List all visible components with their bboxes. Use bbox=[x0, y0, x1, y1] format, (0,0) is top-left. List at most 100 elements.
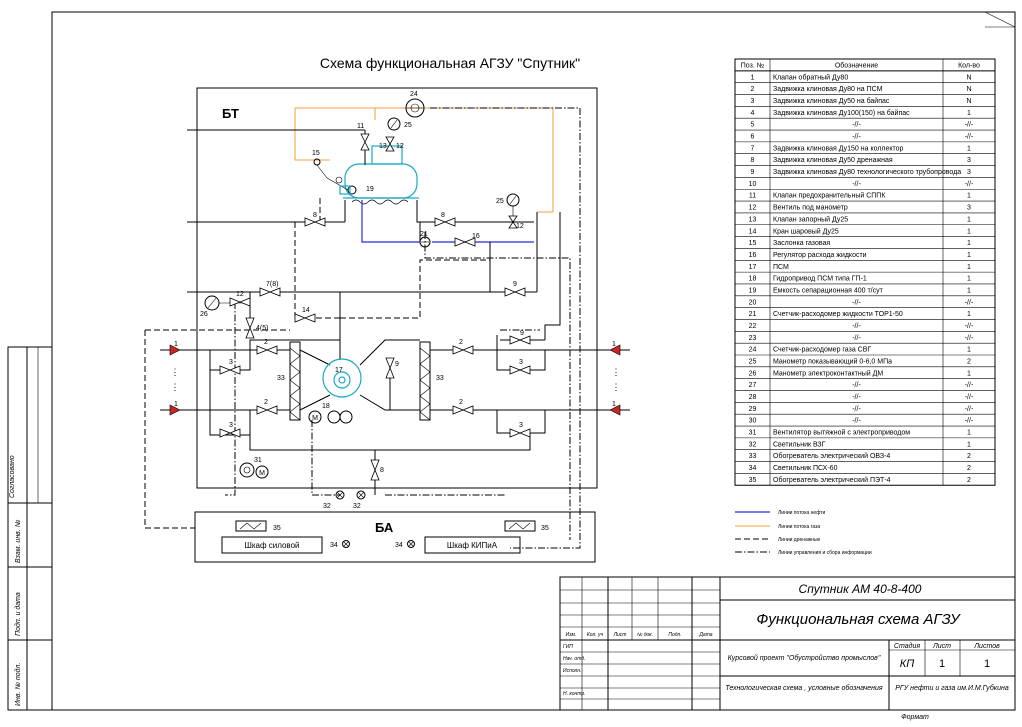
spec-row-pos: 25 bbox=[749, 359, 757, 366]
spec-row-pos: 34 bbox=[749, 465, 757, 472]
spec-row-qty: 1 bbox=[967, 347, 971, 354]
spec-row-pos: 35 bbox=[749, 477, 757, 484]
spec-row-qty: 1 bbox=[967, 264, 971, 271]
spec-row-qty: -//- bbox=[965, 394, 974, 401]
spec-row-qty: 1 bbox=[967, 430, 971, 437]
tb-designation: Спутник АМ 40-8-400 bbox=[799, 582, 922, 596]
tb-col-podp: Подп. bbox=[668, 632, 681, 638]
spec-row-qty: 1 bbox=[967, 252, 971, 259]
spec-row-pos: 17 bbox=[749, 264, 757, 271]
spec-row-qty: 2 bbox=[967, 359, 971, 366]
spec-row-desc: -//- bbox=[852, 181, 861, 188]
spec-row-desc: Манометр электроконтактный ДМ bbox=[773, 369, 883, 377]
spec-row-qty: 1 bbox=[967, 276, 971, 283]
spec-row-pos: 22 bbox=[749, 323, 757, 330]
spec-row-qty: 2 bbox=[967, 465, 971, 472]
spec-row-desc: Вентиль под манометр bbox=[773, 205, 848, 212]
spec-row-desc: -//- bbox=[852, 418, 861, 425]
diagram-title: Схема функциональная АГЗУ "Спутник" bbox=[320, 55, 580, 71]
cabinet-power-label: Шкаф силовой bbox=[244, 541, 299, 550]
spec-row-pos: 18 bbox=[749, 276, 757, 283]
spec-row-qty: -//- bbox=[965, 335, 974, 342]
tb-organization: РГУ нефти и газа им.И.М.Губкина bbox=[895, 684, 1009, 692]
spec-row-pos: 28 bbox=[749, 394, 757, 401]
spec-row-pos: 26 bbox=[749, 370, 757, 377]
spec-row-pos: 16 bbox=[749, 252, 757, 259]
spec-row-qty: -//- bbox=[965, 323, 974, 330]
spec-row-pos: 8 bbox=[751, 157, 755, 164]
tb-col-data: Дата bbox=[698, 632, 712, 638]
spec-row-desc: -//- bbox=[852, 122, 861, 129]
tb-role-ispoln: Исполн. bbox=[563, 668, 581, 674]
spec-row-pos: 6 bbox=[751, 134, 755, 141]
svg-text:11: 11 bbox=[357, 123, 364, 130]
valves bbox=[219, 133, 531, 481]
check-valves: ⋮ ⋮ ⋮ ⋮ bbox=[160, 344, 630, 416]
title-block: Спутник АМ 40-8-400 Функциональная схема… bbox=[559, 576, 1016, 721]
liquid-meter-21 bbox=[419, 236, 431, 248]
spec-row-pos: 32 bbox=[749, 441, 757, 448]
svg-text:18: 18 bbox=[322, 403, 330, 410]
heater-33-right bbox=[419, 341, 431, 421]
svg-text:32: 32 bbox=[323, 503, 331, 510]
svg-text:1: 1 bbox=[174, 341, 178, 348]
svg-text:4(5): 4(5) bbox=[256, 325, 268, 332]
gas-flap-15 bbox=[313, 158, 328, 179]
svg-text:8: 8 bbox=[380, 467, 384, 474]
spec-row-qty: 1 bbox=[967, 145, 971, 152]
spec-row-desc: Клапан обратный Ду80 bbox=[773, 73, 848, 81]
tb-role-nkontr: Н. контр. bbox=[563, 691, 586, 697]
heater-35-right bbox=[504, 520, 536, 532]
svg-text:21: 21 bbox=[420, 231, 428, 238]
svg-text:9: 9 bbox=[520, 330, 524, 337]
svg-text:8: 8 bbox=[313, 212, 317, 219]
tb-sheet-name: Технологическая схема , условные обознач… bbox=[725, 684, 883, 692]
spec-row-pos: 20 bbox=[749, 299, 757, 306]
spec-row-qty: 1 bbox=[967, 240, 971, 247]
cabinet-kip bbox=[424, 536, 521, 554]
spec-row-pos: 27 bbox=[749, 382, 757, 389]
spec-row-pos: 29 bbox=[749, 406, 757, 413]
spec-row-qty: 3 bbox=[967, 205, 971, 212]
spec-row-desc: Емкость сепарационная 400 т/сут bbox=[773, 287, 884, 294]
drain-lines bbox=[144, 198, 490, 529]
spec-row-qty: 1 bbox=[967, 193, 971, 200]
spec-row-qty: -//- bbox=[965, 382, 974, 389]
svg-text:25: 25 bbox=[496, 198, 504, 205]
tb-drawing-title: Функциональная схема АГЗУ bbox=[756, 611, 961, 628]
tb-format: Формат bbox=[901, 714, 929, 721]
tb-sheet: 1 bbox=[939, 658, 945, 670]
control-lines bbox=[225, 107, 581, 549]
svg-text:8: 8 bbox=[441, 212, 445, 219]
tb-role-nach: Нач. отд. bbox=[563, 656, 585, 662]
spec-row-pos: 10 bbox=[749, 181, 757, 188]
spec-row-pos: 3 bbox=[751, 98, 755, 105]
svg-text:33: 33 bbox=[277, 375, 285, 382]
svg-text:Линии потока нефти: Линии потока нефти bbox=[778, 510, 826, 516]
svg-text:1: 1 bbox=[612, 401, 616, 408]
svg-text:⋮: ⋮ bbox=[612, 367, 621, 377]
spec-row-qty: -//- bbox=[965, 122, 974, 129]
svg-text:12: 12 bbox=[236, 291, 244, 298]
svg-text:3: 3 bbox=[229, 359, 233, 366]
svg-text:32: 32 bbox=[353, 503, 361, 510]
tb-stage: КП bbox=[900, 658, 914, 670]
spec-row-pos: 31 bbox=[749, 430, 757, 437]
svg-text:1: 1 bbox=[174, 401, 178, 408]
spec-row-pos: 11 bbox=[749, 193, 756, 200]
spec-row-desc: Вентилятор вытяжной с электроприводом bbox=[773, 429, 910, 437]
spec-row-qty: 1 bbox=[967, 216, 971, 223]
spec-row-desc: Задвижка клиновая Ду150 на коллектор bbox=[773, 145, 904, 152]
line-legend: Линии потока нефти Линии потока газа Лин… bbox=[735, 510, 872, 556]
spec-row-desc: Гидропривод ПСМ типа ГП-1 bbox=[773, 276, 867, 283]
spec-row-desc: -//- bbox=[852, 406, 861, 413]
svg-text:19: 19 bbox=[366, 186, 374, 193]
oil-lines bbox=[361, 200, 534, 243]
tb-sheet-header: Лист bbox=[932, 643, 951, 650]
svg-text:M: M bbox=[312, 415, 318, 422]
svg-text:34: 34 bbox=[330, 542, 338, 549]
cabinet-kip-label: Шкаф КИПиА bbox=[447, 541, 498, 550]
svg-text:17: 17 bbox=[335, 367, 343, 374]
